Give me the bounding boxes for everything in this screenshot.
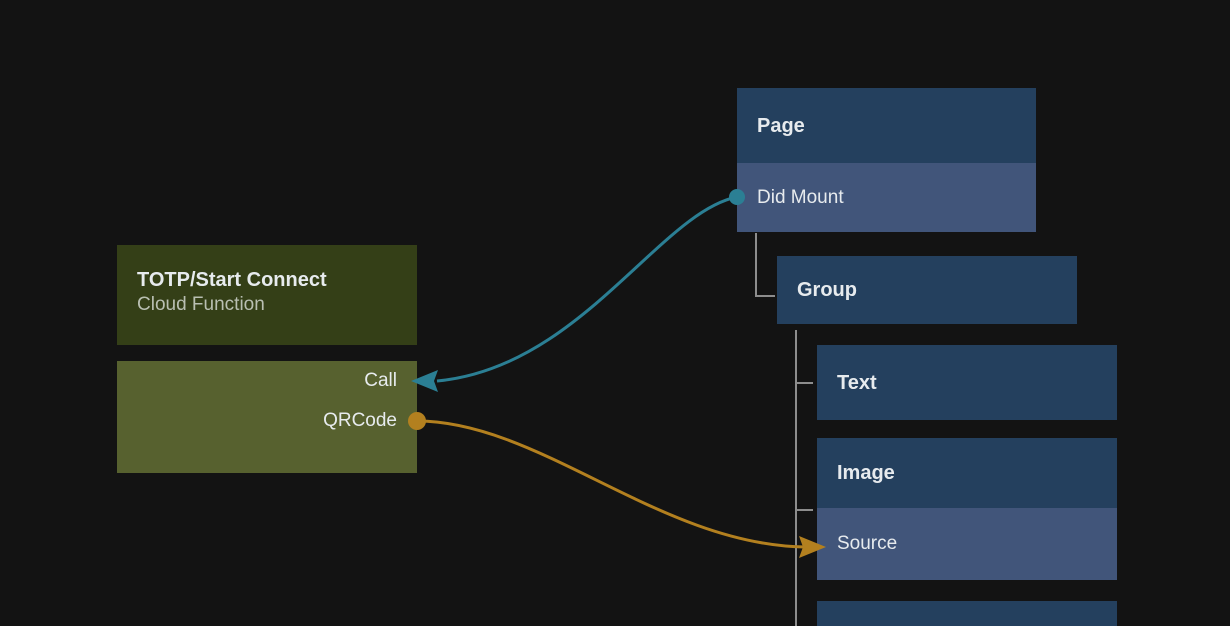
cloud-function-header[interactable]: TOTP/Start Connect Cloud Function	[117, 245, 417, 345]
port-qrcode[interactable]: QRCode	[117, 401, 417, 441]
port-call-label: Call	[364, 370, 397, 391]
node-partial-offscreen[interactable]	[817, 601, 1117, 626]
text-title: Text	[837, 371, 877, 394]
tree-connector-page-group-vertical	[755, 233, 757, 297]
node-text[interactable]: Text	[817, 345, 1117, 420]
node-cloud-function[interactable]: TOTP/Start Connect Cloud Function Call Q…	[117, 245, 417, 473]
group-title: Group	[797, 279, 857, 301]
node-page[interactable]: Page Did Mount	[737, 88, 1036, 232]
node-group[interactable]: Group	[777, 256, 1077, 324]
tree-connector-group-image-stub	[795, 509, 813, 511]
cloud-function-subtitle: Cloud Function	[137, 294, 265, 315]
port-qrcode-label: QRCode	[323, 410, 397, 431]
tree-connector-page-group-horizontal	[755, 295, 775, 297]
image-row-source-label: Source	[837, 533, 898, 554]
cloud-function-title: TOTP/Start Connect	[137, 269, 327, 291]
page-header[interactable]: Page	[737, 88, 1036, 163]
tree-connector-group-text-stub	[795, 382, 813, 384]
image-row-source[interactable]: Source	[817, 508, 1117, 580]
node-image[interactable]: Image Source	[817, 438, 1117, 580]
image-title: Image	[837, 462, 895, 484]
tree-connector-group-spine	[795, 330, 797, 626]
page-row-did-mount[interactable]: Did Mount	[737, 163, 1036, 232]
edge-qrcode-to-source	[416, 419, 806, 549]
edge-did-mount-to-call	[436, 195, 738, 383]
cloud-function-body: Call QRCode	[117, 361, 417, 473]
text-header[interactable]: Text	[817, 345, 1117, 420]
group-header[interactable]: Group	[777, 256, 1077, 324]
port-call[interactable]: Call	[117, 361, 417, 401]
page-title: Page	[757, 114, 805, 137]
page-row-did-mount-label: Did Mount	[757, 186, 844, 208]
partial-header[interactable]	[817, 601, 1117, 626]
image-header[interactable]: Image	[817, 438, 1117, 508]
